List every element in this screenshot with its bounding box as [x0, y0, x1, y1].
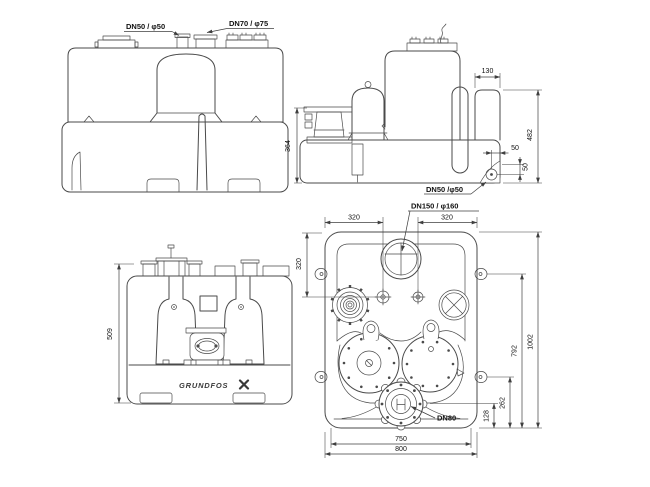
pump-bay-wave	[336, 330, 466, 342]
pump-cover-right	[401, 335, 465, 393]
tank-tower	[384, 50, 461, 141]
inlet-flange-gear	[330, 285, 370, 325]
vent-connection-left	[374, 288, 392, 306]
dn50-outlet-label: DN50 /φ50	[426, 185, 463, 194]
corner-detail	[71, 151, 82, 191]
pump-dome	[347, 81, 389, 183]
tank-lower-body-outline	[61, 121, 289, 193]
dn80-discharge-label: DN80	[437, 414, 456, 423]
dn80-discharge-flange	[374, 377, 428, 431]
top-fittings	[94, 32, 269, 49]
dim-320tr-value: 320	[441, 215, 453, 222]
dn70-port-label: DN70 / φ75	[229, 19, 268, 28]
dim-128: 128	[430, 403, 498, 429]
grundfos-logo: GRUNDFOS	[179, 379, 250, 390]
dim-509-value: 509	[107, 328, 114, 340]
power-cable	[440, 23, 447, 44]
dn150-inlet	[380, 238, 422, 280]
label-dn150: DN150 / φ160	[401, 202, 479, 252]
central-pump	[183, 327, 231, 366]
label-dn50-outlet: DN50 /φ50	[424, 181, 487, 195]
dim-320-top-right: 320	[417, 215, 478, 228]
tank-upper-body-outline	[67, 47, 284, 123]
label-dn50: DN50 / φ50	[124, 22, 180, 36]
lifting-handle-right	[422, 319, 440, 340]
foot-left	[139, 392, 173, 404]
dim-128-value: 128	[484, 410, 491, 422]
tank-dome	[149, 53, 223, 123]
tank-rib	[196, 113, 208, 191]
tank-foot	[146, 178, 180, 193]
dn50-vent-pipe	[176, 36, 189, 49]
mounting-bracket	[479, 160, 501, 184]
lifting-handle-left	[362, 320, 380, 341]
dim-482: 482	[503, 89, 542, 184]
dim-800-value: 800	[395, 446, 407, 453]
rear-section	[474, 89, 501, 141]
label-dn80: DN80	[410, 406, 456, 423]
label-dn70: DN70 / φ75	[206, 19, 274, 34]
dim-50v-value: 50	[523, 163, 530, 171]
inspection-cover	[438, 289, 470, 321]
vent-connection-right	[410, 289, 426, 305]
dim-364: 364	[285, 107, 307, 184]
drain-tab	[456, 368, 465, 377]
pump-on-bracket	[303, 106, 353, 144]
top-flange	[406, 36, 458, 52]
dim-482-value: 482	[527, 129, 534, 141]
pump-tower-right	[222, 276, 265, 365]
tank-foot	[227, 178, 261, 193]
view-front-lower: GRUNDFOS 509	[107, 244, 293, 405]
dim-1002-value: 1002	[528, 334, 535, 350]
view-side: 364 130 482 50 50	[285, 23, 542, 195]
dim-364-value: 364	[285, 140, 292, 152]
dim-1002: 1002	[479, 231, 542, 429]
pump-cover-left	[338, 332, 400, 394]
dn50-port-label: DN50 / φ50	[126, 22, 165, 31]
junction-box	[199, 295, 218, 312]
dim-262-value: 262	[500, 397, 507, 409]
level-tube	[451, 86, 469, 174]
dim-130: 130	[474, 68, 501, 88]
dn70-inlet-pipe	[195, 38, 216, 49]
dim-320tl-value: 320	[348, 215, 360, 222]
top-pipes	[140, 244, 290, 277]
dim-130-value: 130	[482, 68, 494, 75]
dim-50h-value: 50	[511, 145, 519, 152]
dim-509: 509	[107, 263, 134, 404]
tank-base-body	[299, 139, 501, 184]
dim-800: 800	[324, 432, 478, 458]
dim-50-horizontal: 50	[483, 145, 519, 169]
grundfos-logo-text: GRUNDFOS	[179, 381, 228, 390]
tank-front-outline	[126, 275, 293, 405]
foot-right	[232, 392, 266, 404]
dim-320-left: 320	[296, 232, 376, 298]
dim-50-vertical: 50	[497, 157, 530, 182]
dn150-inlet-label: DN150 / φ160	[411, 202, 458, 211]
view-top: 320 320 320 1002 792 262	[296, 202, 542, 458]
pump-tower-left	[155, 276, 198, 365]
dim-262: 262	[487, 376, 514, 429]
dim-320-top-left: 320	[324, 215, 384, 228]
dim-792-value: 792	[512, 345, 519, 357]
mounting-ears	[314, 268, 488, 383]
dim-750-value: 750	[395, 436, 407, 443]
dim-750: 750	[330, 428, 472, 448]
dim-320l-value: 320	[296, 258, 303, 270]
grundfos-logo-mark	[238, 379, 250, 390]
dim-792: 792	[487, 273, 526, 429]
lifting-eye	[364, 81, 372, 88]
view-front-upper: DN50 / φ50 DN70 / φ75	[61, 19, 289, 193]
